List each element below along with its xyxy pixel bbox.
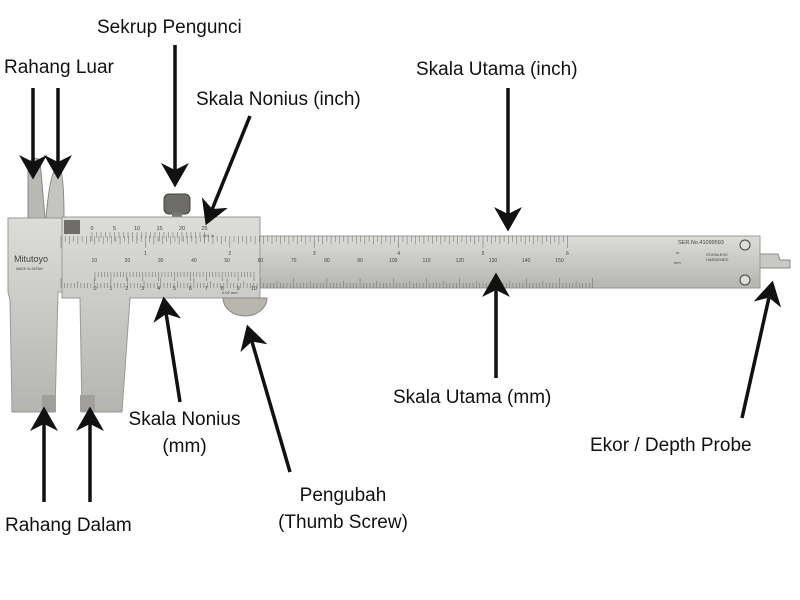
outer-jaw-fixed-top xyxy=(27,157,46,219)
vernier-inch-label: 20 xyxy=(179,226,185,232)
vernier-inch-label: 0 xyxy=(90,226,93,232)
label-line: (Thumb Screw) xyxy=(278,511,408,533)
vernier-mm-label: 6 xyxy=(189,286,192,292)
label-inner-jaw: Rahang Dalam xyxy=(5,515,132,536)
main-mm-label: 110 xyxy=(423,258,431,264)
main-mm-label: 90 xyxy=(357,258,363,264)
main-inch-label: 1 xyxy=(144,251,147,257)
vernier-mm-label: 4 xyxy=(157,286,160,292)
vernier-inch-label: 15 xyxy=(156,226,162,232)
label-main-inch: Skala Utama (inch) xyxy=(416,59,578,80)
main-inch-label: 5 xyxy=(482,251,485,257)
label-main-mm: Skala Utama (mm) xyxy=(393,387,552,408)
vernier-slider xyxy=(61,216,261,413)
main-mm-label: 50 xyxy=(224,258,230,264)
vernier-mm-label: 3 xyxy=(141,286,144,292)
vernier-mm-label: 7 xyxy=(205,286,208,292)
pointer-arrows xyxy=(19,45,782,502)
vernier-inch-resolution: .001 in. xyxy=(202,233,215,238)
main-mm-label: 20 xyxy=(125,258,131,264)
vernier-mm-label: 1 xyxy=(109,286,112,292)
made-in-text: MADE IN JAPAN xyxy=(16,267,43,271)
vernier-mm-label: 5 xyxy=(173,286,176,292)
lock-screw xyxy=(163,193,191,215)
label-lock-screw: Sekrup Pengunci xyxy=(97,17,242,38)
label-outer-jaw: Rahang Luar xyxy=(4,57,114,78)
label-vernier-inch: Skala Nonius (inch) xyxy=(196,89,361,110)
vernier-mm-label: 9 xyxy=(237,286,240,292)
main-mm-label: 40 xyxy=(191,258,197,264)
vernier-inch-label: 10 xyxy=(134,226,140,232)
main-mm-label: 100 xyxy=(389,258,398,264)
label-depth-probe: Ekor / Depth Probe xyxy=(590,435,752,456)
label-thumb-screw: Pengubah (Thumb Screw) xyxy=(268,483,418,536)
main-mm-label: 70 xyxy=(291,258,297,264)
brand-logo: Mitutoyo xyxy=(14,254,48,264)
main-inch-label: 3 xyxy=(313,251,316,257)
serial-number: SER.No.41099593 xyxy=(678,240,724,246)
main-inch-label: 4 xyxy=(397,251,400,257)
main-mm-label: 130 xyxy=(489,258,498,264)
main-inch-label: 2 xyxy=(228,251,231,257)
main-mm-label: 150 xyxy=(555,258,564,264)
stainless-text: STAINLESS xyxy=(706,252,728,257)
vernier-mm-label: 2 xyxy=(125,286,128,292)
main-mm-label: 140 xyxy=(522,258,531,264)
vernier-inch-label: 5 xyxy=(113,226,116,232)
main-mm-label: 60 xyxy=(258,258,264,264)
vernier-inch-label: 25 xyxy=(201,226,207,232)
main-inch-label: 6 xyxy=(566,251,569,257)
vernier-mm-label: 0 xyxy=(93,286,96,292)
vernier-mm-label: 10 xyxy=(251,286,257,292)
vernier-mm-resolution: 0.02 mm xyxy=(222,290,238,295)
main-mm-label: 80 xyxy=(324,258,330,264)
label-line: Skala Nonius xyxy=(128,409,241,430)
thumb-screw xyxy=(222,297,268,317)
mm-unit: mm xyxy=(674,260,681,265)
main-mm-label: 120 xyxy=(456,258,465,264)
vernier-mm-label: 8 xyxy=(221,286,224,292)
outer-jaw-slide-top xyxy=(45,164,65,219)
inch-unit: in. xyxy=(676,250,680,255)
label-line: (mm) xyxy=(162,435,207,457)
label-vernier-mm: Skala Nonius (mm) xyxy=(112,407,257,460)
hardened-text: HARDENED xyxy=(706,257,729,262)
label-line: Pengubah xyxy=(299,485,387,506)
fixed-jaw xyxy=(7,217,65,413)
main-mm-label: 30 xyxy=(158,258,164,264)
main-mm-label: 10 xyxy=(91,258,97,264)
